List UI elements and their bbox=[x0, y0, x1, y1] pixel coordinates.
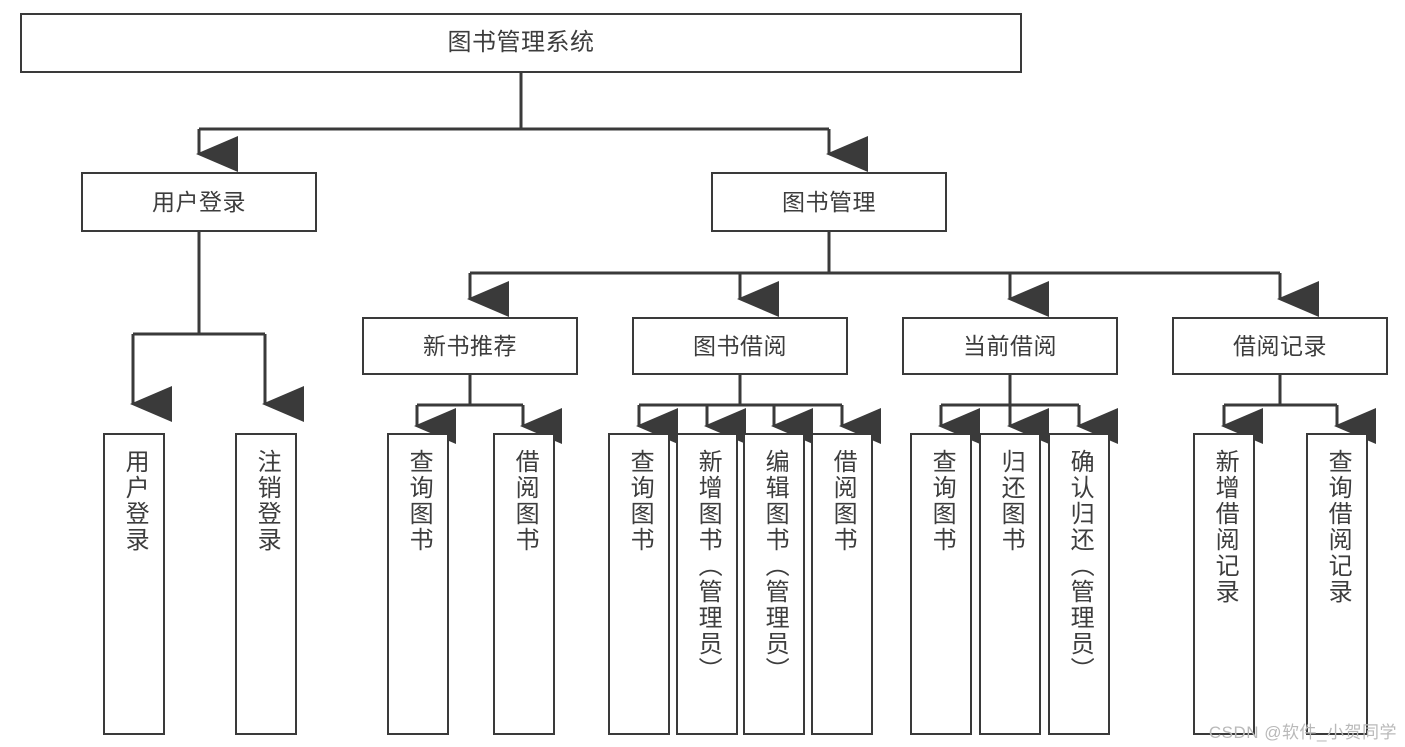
node-book-borrow[interactable]: 图书借阅 bbox=[632, 317, 848, 375]
node-label: 用户登录 bbox=[121, 449, 149, 553]
watermark-text: CSDN @软件_小贺同学 bbox=[1208, 723, 1397, 742]
node-current-borrow[interactable]: 当前借阅 bbox=[902, 317, 1118, 375]
node-label: 借阅图书 bbox=[829, 449, 857, 553]
node-label: 当前借阅 bbox=[963, 332, 1057, 359]
leaf-new-book-query[interactable]: 查询图书 bbox=[387, 433, 449, 735]
leaf-book-borrow-add[interactable]: 新增图书（管理员） bbox=[676, 433, 738, 735]
node-root-book-management-system[interactable]: 图书管理系统 bbox=[20, 13, 1022, 73]
node-label: 查询借阅记录 bbox=[1324, 449, 1352, 605]
node-label: 图书管理 bbox=[782, 188, 876, 215]
leaf-new-book-borrow[interactable]: 借阅图书 bbox=[493, 433, 555, 735]
leaf-borrow-record-add[interactable]: 新增借阅记录 bbox=[1193, 433, 1255, 735]
leaf-book-borrow-borrow[interactable]: 借阅图书 bbox=[811, 433, 873, 735]
node-user-login[interactable]: 用户登录 bbox=[81, 172, 317, 232]
leaf-book-borrow-edit[interactable]: 编辑图书（管理员） bbox=[743, 433, 805, 735]
leaf-borrow-record-query[interactable]: 查询借阅记录 bbox=[1306, 433, 1368, 735]
node-label: 查询图书 bbox=[928, 449, 956, 553]
node-label: 新增图书（管理员） bbox=[694, 449, 722, 683]
leaf-user-login-signout[interactable]: 注销登录 bbox=[235, 433, 297, 735]
node-label: 图书管理系统 bbox=[447, 29, 595, 57]
node-label: 借阅图书 bbox=[511, 449, 539, 553]
node-label: 用户登录 bbox=[152, 188, 246, 215]
node-label: 新增借阅记录 bbox=[1211, 449, 1239, 605]
node-new-book-recommend[interactable]: 新书推荐 bbox=[362, 317, 578, 375]
leaf-current-borrow-return[interactable]: 归还图书 bbox=[979, 433, 1041, 735]
node-label: 新书推荐 bbox=[423, 332, 517, 359]
node-label: 确认归还（管理员） bbox=[1066, 449, 1094, 683]
node-label: 编辑图书（管理员） bbox=[761, 449, 789, 683]
leaf-current-borrow-confirm-return[interactable]: 确认归还（管理员） bbox=[1048, 433, 1110, 735]
leaf-user-login-signin[interactable]: 用户登录 bbox=[103, 433, 165, 735]
node-label: 借阅记录 bbox=[1233, 332, 1327, 359]
leaf-book-borrow-query[interactable]: 查询图书 bbox=[608, 433, 670, 735]
node-book-management[interactable]: 图书管理 bbox=[711, 172, 947, 232]
node-label: 查询图书 bbox=[626, 449, 654, 553]
node-label: 归还图书 bbox=[997, 449, 1025, 553]
node-label: 图书借阅 bbox=[693, 332, 787, 359]
node-label: 查询图书 bbox=[405, 449, 433, 553]
node-label: 注销登录 bbox=[253, 449, 281, 553]
leaf-current-borrow-query[interactable]: 查询图书 bbox=[910, 433, 972, 735]
node-borrow-record[interactable]: 借阅记录 bbox=[1172, 317, 1388, 375]
